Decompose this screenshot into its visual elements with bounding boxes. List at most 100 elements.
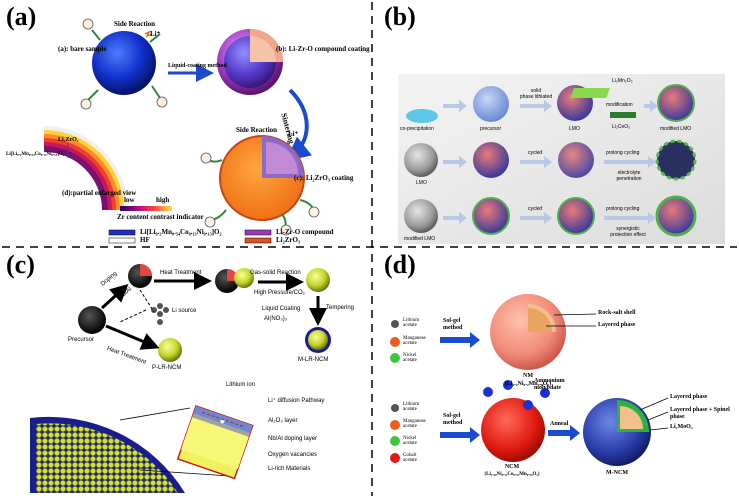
manganese-acetate-label-2: Manganese acetate	[403, 419, 426, 429]
li2mno3-sheet	[570, 88, 610, 98]
lmo-label-1: LMO	[569, 126, 580, 132]
ncm-formula-label: (Li₁.₂₀Ni₀.₁₃Co₀.₁₃Mn₀.₅₄O₂)	[484, 472, 540, 477]
partial-enlarged-view	[44, 126, 128, 210]
step1-label: solid phase lithiated	[519, 88, 553, 100]
cobalt-dot	[390, 453, 400, 463]
panel-d-label: (d)	[384, 250, 416, 279]
manganese-dot-1	[390, 337, 400, 347]
lmo-label-2: LMO	[416, 180, 427, 186]
nickel-acetate-label: Nickel acetate	[403, 353, 417, 363]
cycled-label-2: cycled	[528, 206, 543, 212]
nickel-dot-2	[390, 436, 400, 446]
li-rich-label: Li-rich Materials	[268, 466, 311, 472]
gas-solid-label: Gas-solid Reaction	[250, 270, 301, 276]
solgel-label-2: Sol-gel method	[443, 413, 463, 426]
cobalt-acetate-label: Cobalt acetate	[403, 453, 417, 463]
manganese-dot-2	[390, 420, 400, 430]
prolong-label-1: prolong cycling	[606, 150, 640, 156]
side-reaction-label: Side Reaction	[114, 20, 156, 28]
indicator-label: Zr content contrast indicator	[117, 213, 204, 221]
mncm-label: M-NCM	[606, 470, 628, 476]
low-label: low	[124, 196, 135, 204]
bare-sample-sphere	[92, 31, 156, 95]
high-pressure-label: High Pressure/CO₂	[254, 290, 306, 296]
layered-phase-label: Layered phase	[598, 322, 636, 328]
panel-a-label: (a)	[6, 2, 37, 31]
li-plus-label: Li⁺	[150, 30, 161, 38]
mod-lmo-cycled-sphere	[557, 197, 595, 235]
lmo-sphere-2	[473, 142, 509, 178]
high-label: high	[156, 196, 170, 204]
panel-c-graphics	[30, 264, 331, 493]
cycled-label-1: cycled	[528, 150, 543, 156]
modified-lmo-label-1: modified LMO	[660, 126, 692, 132]
li2mno3-label: Li₂Mn₂O₃	[612, 78, 633, 84]
legend-hf-text: HF	[140, 236, 150, 244]
panel-b-label: (b)	[384, 2, 416, 31]
layered-phase-label-2: Layered phase	[670, 394, 708, 400]
gas-solid-sphere	[306, 268, 330, 292]
lithium-ion-label: Lithium ion	[226, 382, 256, 388]
coprecip-label: co-precipitation	[400, 126, 434, 132]
precursor-sphere	[473, 86, 509, 122]
lithium-dot-1	[391, 320, 399, 328]
ncm-label: NCM	[504, 464, 520, 470]
oxygen-vac-label: Oxygen vacancies	[268, 452, 318, 458]
plrncm-sphere	[158, 338, 182, 362]
mod-lmo-sphere-2	[472, 197, 510, 235]
panel-c-label: (c)	[6, 250, 35, 279]
li-plus-label-2: Li⁺	[288, 130, 299, 138]
modification-label: modification	[606, 102, 633, 108]
layered-spinel-label: Layered phase + Spinel phase	[670, 407, 730, 420]
alno3-label: Al(NO₃)₃	[264, 316, 288, 322]
solgel-arrow-2	[440, 427, 480, 443]
ncm-sphere	[481, 398, 545, 462]
li2zro3-coating-label: (c): Li₂ZrO₃ coating	[294, 174, 354, 182]
nickel-dot-1	[390, 353, 400, 363]
manganese-acetate-label: Manganese acetate	[403, 336, 426, 346]
legend-swatch-nmc	[108, 229, 136, 236]
lmo-prolonged-sphere	[655, 139, 697, 181]
precursor-label-b: precursor	[480, 126, 502, 132]
molybdate-dots	[483, 380, 550, 410]
panel-d-graphics	[390, 294, 669, 466]
modified-lmo-sem	[404, 199, 438, 233]
nm-formula-label: (Li₁.₂Ni₀.₂Mn₀.₆O₂)	[504, 381, 552, 387]
tempering-label: Tempering	[326, 305, 355, 311]
solgel-label-1: Sol-gel method	[443, 318, 463, 331]
lmo-sem-1	[404, 143, 438, 177]
layer-nmc-label: Li[Li₀.₂Mn₀.₅₄Co₀.₁₃Ni₀.₁₃]O₂	[6, 152, 65, 157]
lithium-acetate-label-2: Lithium acetate	[403, 402, 420, 412]
compound-coating-label: (b): Li-Zr-O compound coating	[276, 45, 370, 53]
contrast-indicator-bar	[120, 206, 172, 211]
li-source-dots	[151, 303, 169, 325]
legend-lizro-text: Li-Zr-O compound	[276, 228, 334, 236]
precursor-sphere-c	[78, 306, 106, 334]
heat-treatment-label: Heat Treatment	[160, 270, 202, 276]
prolong-label-2: prolong cycling	[606, 206, 640, 212]
lmo-cycled-sphere	[558, 142, 594, 178]
legend-swatch-hf	[108, 237, 136, 244]
legend-swatch-li2zro3	[244, 237, 272, 244]
enlarged-particle-core	[36, 423, 178, 493]
panel-a-graphics	[44, 18, 320, 244]
al2o3-label: Al₂O₃ layer	[268, 418, 298, 424]
legend-nmc-text: Li[Li₀.₂Mn₀.₅₄Co₀.₁₃Ni₀.₁₃]O₂	[140, 228, 222, 236]
nickel-acetate-label-2: Nickel acetate	[403, 436, 417, 446]
panel-b-graphics	[398, 74, 725, 244]
liquid-coating-label: Liquid Coating	[262, 306, 301, 312]
bare-sample-label: (a): bare sample	[58, 45, 107, 53]
rock-salt-label: Rock-salt shell	[598, 310, 636, 316]
diffusion-label: Li⁺ diffusion Pathway	[268, 398, 325, 404]
partial-view-label: (d):partial enlarged view	[62, 189, 137, 197]
nm-label: NM	[523, 373, 533, 379]
electrolyte-label: electrolyte penetration	[616, 170, 642, 182]
plrncm-label: P-LR-NCM	[152, 365, 182, 371]
li-source-label: Li source	[172, 308, 197, 314]
li2moo4-label: Li₂MoO₄	[670, 424, 693, 430]
anneal-label: Anneal	[550, 421, 569, 427]
ammonium-label: Ammonium molybdate	[534, 378, 565, 391]
li2ceo3-label: Li₂CeO₃	[612, 124, 631, 130]
